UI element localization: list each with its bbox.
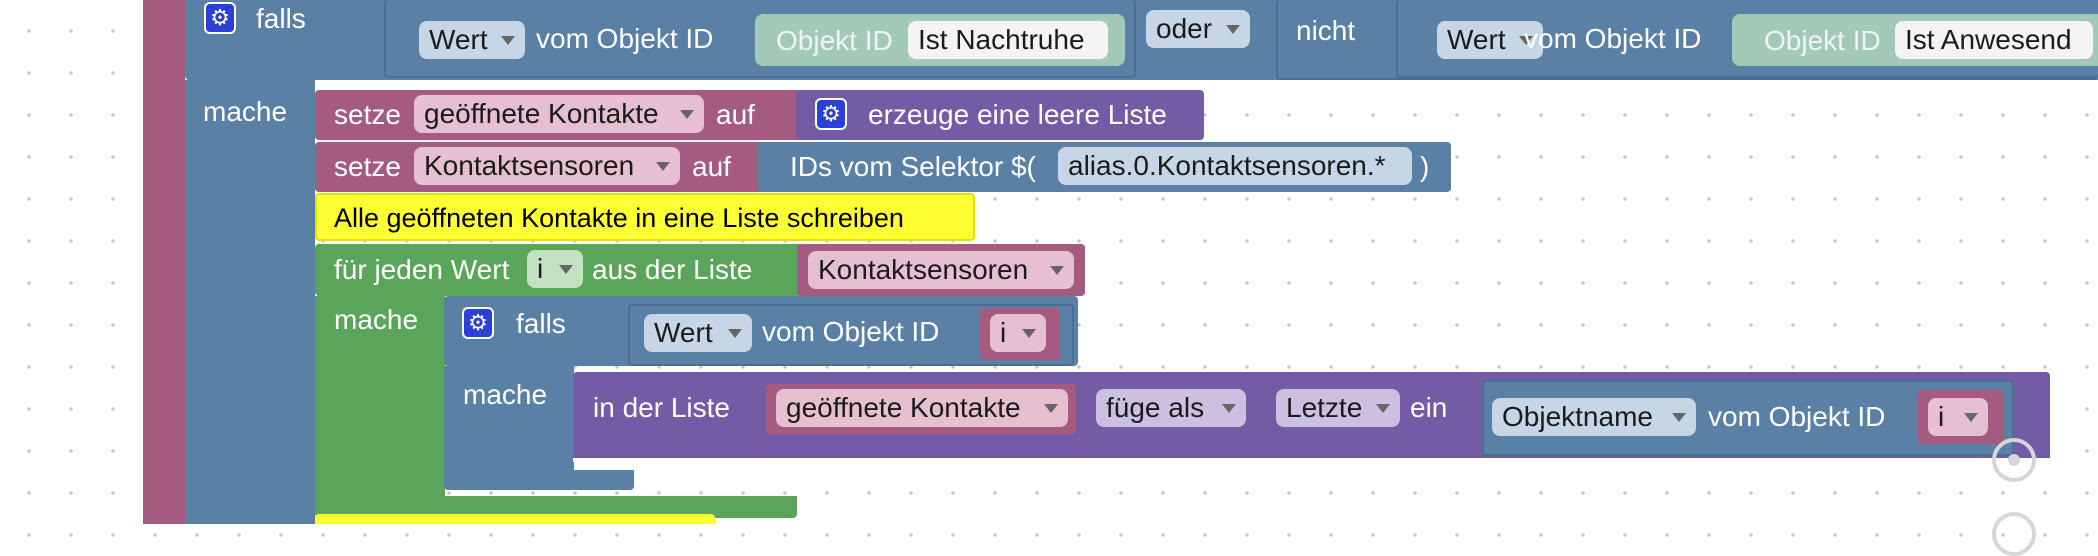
object-id-label-right: Objekt ID: [1764, 25, 1881, 56]
variable-dropdown-2[interactable]: Kontaktsensoren: [414, 147, 680, 185]
value-dropdown-label: Wert: [1447, 24, 1506, 55]
zoom-reset-icon[interactable]: [1992, 438, 2036, 482]
operator-label: oder: [1156, 13, 1213, 44]
list-mutator-gear-icon[interactable]: ⚙: [815, 98, 847, 130]
chevron-down-icon: [559, 265, 573, 274]
chevron-down-icon: [1050, 266, 1064, 275]
loop-variable-label: i: [537, 253, 544, 284]
create-empty-list-label: erzeuge eine leere Liste: [868, 99, 1167, 130]
object-name-var-dropdown[interactable]: i: [1928, 398, 1988, 436]
set-to-label-2: auf: [692, 151, 731, 182]
foreach-do-label: mache: [334, 304, 419, 335]
set-keyword-2: setze: [334, 151, 401, 182]
chevron-down-icon: [501, 36, 515, 45]
var-i-dropdown[interactable]: i: [990, 314, 1046, 352]
vom-objekt-id-label-right: vom Objekt ID: [1524, 23, 1702, 54]
object-name-var-label: i: [1938, 401, 1945, 432]
object-name-label: Objektname: [1502, 401, 1653, 432]
var-i-label: i: [1000, 317, 1007, 348]
foreach-do-arm: [315, 296, 445, 496]
chevron-down-icon: [1222, 404, 1236, 413]
chevron-down-icon: [728, 329, 742, 338]
object-id-value[interactable]: Ist Nachtruhe: [908, 21, 1108, 59]
selector-value: alias.0.Kontaktsensoren.*: [1068, 150, 1386, 181]
chevron-down-icon: [1964, 413, 1978, 422]
outer-trigger-block[interactable]: [143, 0, 185, 524]
object-id-value-label: Ist Anwesend: [1905, 24, 2072, 55]
object-id-value-right[interactable]: Ist Anwesend: [1895, 21, 2093, 59]
insert-position-label: Letzte: [1286, 392, 1363, 423]
if-inner-do-label: mache: [463, 379, 548, 410]
value-dropdown-right[interactable]: Wert: [1437, 21, 1543, 59]
not-label: nicht: [1296, 15, 1356, 46]
list-insert-suffix: ein: [1410, 392, 1448, 423]
comment-block-partial[interactable]: [315, 514, 715, 524]
vom-objekt-id-label-inner: vom Objekt ID: [762, 316, 940, 347]
chevron-down-icon: [1022, 329, 1036, 338]
zoom-reset-dot-icon: [2008, 454, 2020, 466]
if-inner-do-arm: [444, 366, 574, 480]
chevron-down-icon: [1226, 25, 1240, 34]
vom-objekt-id-label: vom Objekt ID: [536, 23, 714, 54]
chevron-down-icon: [1376, 404, 1390, 413]
foreach-prefix: für jeden Wert: [334, 254, 510, 285]
list-insert-prefix: in der Liste: [593, 392, 730, 423]
object-id-value-label: Ist Nachtruhe: [918, 24, 1085, 55]
list-insert-variable-dropdown[interactable]: geöffnete Kontakte: [776, 389, 1068, 427]
selector-input[interactable]: alias.0.Kontaktsensoren.*: [1058, 147, 1412, 185]
set-keyword: setze: [334, 99, 401, 130]
object-name-text: vom Objekt ID: [1708, 401, 1886, 432]
chevron-down-icon: [1519, 36, 1533, 45]
if-do-label: mache: [203, 96, 288, 127]
set-to-label: auf: [716, 99, 755, 130]
variable-dropdown[interactable]: geöffnete Kontakte: [414, 95, 704, 133]
list-variable-dropdown[interactable]: Kontaktsensoren: [808, 251, 1074, 289]
selector-prefix: IDs vom Selektor $(: [790, 151, 1036, 182]
chevron-down-icon: [656, 162, 670, 171]
object-id-label: Objekt ID: [776, 25, 893, 56]
insert-position-dropdown[interactable]: Letzte: [1276, 389, 1400, 427]
list-insert-variable-label: geöffnete Kontakte: [786, 392, 1021, 423]
zoom-in-icon[interactable]: [1992, 512, 2036, 556]
insert-mode-dropdown[interactable]: füge als: [1096, 389, 1246, 427]
if-mutator-gear-icon[interactable]: ⚙: [204, 2, 236, 34]
chevron-down-icon: [680, 110, 694, 119]
value-dropdown-inner[interactable]: Wert: [644, 314, 752, 352]
comment-block[interactable]: [315, 193, 975, 241]
value-dropdown-label: Wert: [429, 24, 488, 55]
selector-suffix: ): [1420, 151, 1430, 182]
if-keyword: falls: [256, 3, 306, 34]
if-inner-keyword: falls: [516, 308, 566, 339]
if-inner-bottom-bar: [444, 470, 634, 490]
loop-variable-dropdown[interactable]: i: [527, 250, 583, 288]
chevron-down-icon: [1672, 413, 1686, 422]
foreach-bottom-bar: [315, 496, 797, 518]
create-empty-list-block[interactable]: [796, 90, 1204, 140]
comment-text[interactable]: Alle geöffneten Kontakte in eine Liste s…: [334, 203, 904, 233]
variable-dropdown-label: geöffnete Kontakte: [424, 98, 659, 129]
foreach-middle: aus der Liste: [592, 254, 753, 285]
insert-mode-label: füge als: [1106, 392, 1205, 423]
value-dropdown-label: Wert: [654, 317, 713, 348]
if-inner-gear-icon[interactable]: ⚙: [462, 307, 494, 339]
variable-dropdown-label: Kontaktsensoren: [424, 150, 635, 181]
list-variable-label: Kontaktsensoren: [818, 254, 1029, 285]
value-dropdown[interactable]: Wert: [419, 21, 525, 59]
chevron-down-icon: [1044, 404, 1058, 413]
if-block-outer-do-arm: [185, 80, 315, 524]
object-name-dropdown[interactable]: Objektname: [1492, 398, 1696, 436]
operator-dropdown[interactable]: oder: [1146, 10, 1250, 48]
